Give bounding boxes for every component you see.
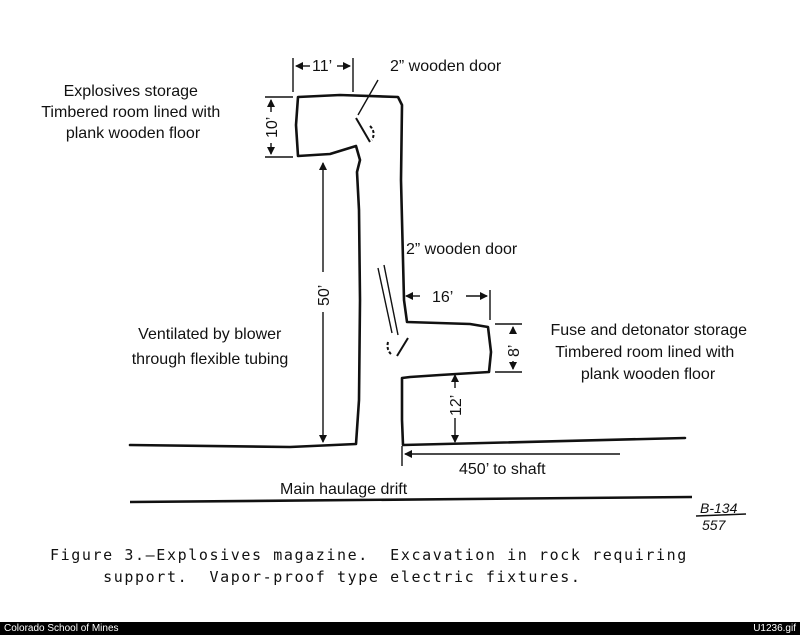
figure-caption: Figure 3.—Explosives magazine. Excavatio… — [50, 544, 770, 588]
caption-line-1: Figure 3.—Explosives magazine. Excavatio… — [50, 546, 688, 564]
dim-offset-fuse-label: 12’ — [448, 395, 465, 416]
dim-shaft-length-label: 50’ — [316, 285, 333, 306]
dim-width-top-label: 11’ — [312, 58, 332, 75]
caption-line-2: support. Vapor-proof type electric fixtu… — [50, 568, 582, 586]
dim-width-fuse-label: 16’ — [432, 289, 453, 306]
drawing-number-top: B-134 — [700, 500, 738, 516]
dim-height-fuse — [495, 323, 522, 373]
footer-source: Colorado School of Mines — [4, 623, 119, 634]
footer-bar: Colorado School of Mines U1236.gif — [0, 622, 800, 635]
dim-height-fuse-label: 8’ — [506, 345, 523, 357]
label-explosives-storage: Explosives storage Timbered room lined w… — [41, 83, 224, 142]
dim-width-top — [292, 58, 354, 92]
label-fuse-storage: Fuse and detonator storage Timbered room… — [550, 322, 751, 383]
drawing-number-rule — [695, 513, 747, 517]
label-door-top: 2” wooden door — [390, 58, 502, 75]
drawing-number-bottom: 557 — [702, 517, 727, 533]
excavation-outline — [128, 93, 687, 449]
label-to-shaft: 450’ to shaft — [459, 461, 546, 478]
dim-height-top — [265, 96, 293, 158]
dim-to-shaft — [401, 446, 620, 466]
label-ventilated: Ventilated by blower through flexible tu… — [132, 326, 289, 368]
dim-height-top-label: 10’ — [264, 117, 281, 138]
footer-filename: U1236.gif — [753, 623, 796, 634]
door-top — [355, 79, 379, 143]
magazine-diagram: 11’ 10’ 50’ 16’ 8’ 12’ Explosives storag… — [41, 58, 751, 533]
dim-width-fuse — [405, 290, 491, 320]
label-door-mid: 2” wooden door — [406, 241, 518, 258]
door-fuse — [377, 264, 409, 357]
main-haulage-drift-line — [129, 495, 693, 504]
label-main-haulage-drift: Main haulage drift — [280, 481, 408, 498]
